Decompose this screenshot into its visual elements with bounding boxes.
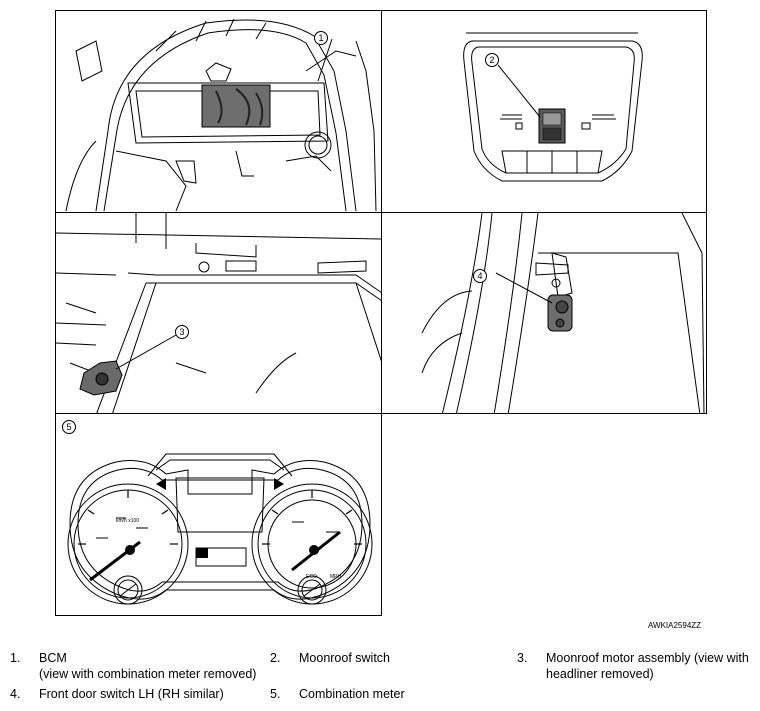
- legend-text: BCM (view with combination meter removed): [39, 650, 256, 682]
- legend-text: Front door switch LH (RH similar): [39, 687, 224, 701]
- figure-id: AWKIA2594ZZ: [648, 621, 702, 630]
- panel-front-door-switch: 4: [381, 212, 707, 414]
- front-door-switch-drawing: [421, 213, 705, 413]
- callout-5: 5: [62, 420, 76, 434]
- legend-text: Moonroof motor assembly (view with headli…: [546, 650, 749, 682]
- combination-meter-drawing: km/h x100 MPH ECO: [67, 453, 373, 605]
- bcm-drawing: [65, 18, 377, 212]
- legend-number: 4.: [10, 687, 21, 701]
- panel-bcm: 1: [55, 10, 382, 213]
- callout-1: 1: [314, 31, 328, 45]
- legend-line: Moonroof motor assembly (view with: [546, 651, 749, 665]
- component-location-figure: 1 2: [55, 10, 707, 616]
- mph-label: MPH: [330, 574, 342, 580]
- panel-combination-meter: km/h x100 MPH ECO 5: [55, 413, 382, 616]
- legend-line: BCM: [39, 651, 67, 665]
- legend-text: Combination meter: [299, 687, 405, 701]
- legend-number: 2.: [270, 651, 281, 665]
- panel-moonroof-switch: 2: [381, 10, 707, 213]
- moonroof-motor-drawing: [56, 213, 381, 413]
- callout-2: 2: [485, 53, 499, 67]
- moonroof-switch-drawing: [463, 32, 643, 182]
- legend-number: 5.: [270, 687, 281, 701]
- legend: 1. BCM (view with combination meter remov…: [0, 650, 760, 711]
- panel-moonroof-motor: 3: [55, 212, 382, 414]
- legend-line: headliner removed): [546, 667, 654, 681]
- callout-3: 3: [175, 325, 189, 339]
- legend-number: 3.: [517, 651, 528, 665]
- legend-text: Moonroof switch: [299, 651, 391, 665]
- eco-label: ECO: [306, 574, 317, 580]
- legend-number: 1.: [10, 651, 21, 665]
- callout-4: 4: [473, 269, 487, 283]
- legend-line: (view with combination meter removed): [39, 667, 257, 681]
- speed-unit-label: km/h x100: [116, 518, 139, 524]
